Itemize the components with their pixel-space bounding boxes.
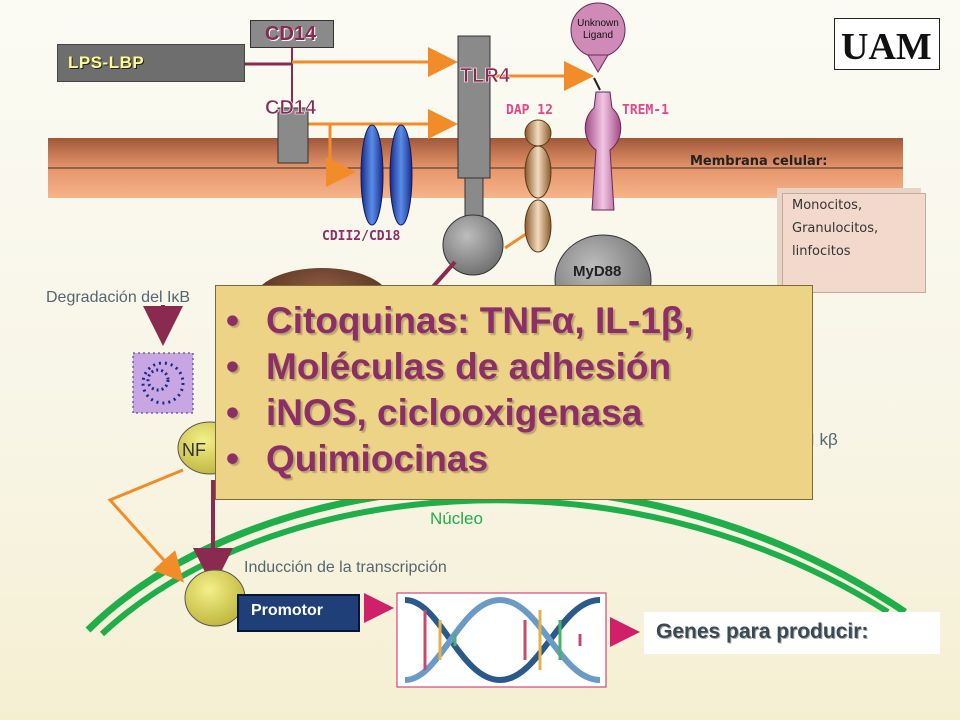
trem1-label: TREM-1 <box>622 103 669 118</box>
arrow-to-integrin <box>326 124 356 187</box>
dap12-label: DAP 12 <box>506 103 553 118</box>
cell-type-item: linfocitos <box>792 244 851 259</box>
side-orange-arrow <box>107 468 185 583</box>
degradation-label: Degradación del IκB <box>46 289 190 306</box>
tlr4-tir-domain <box>442 214 504 276</box>
transcription-label: Inducción de la transcripción <box>244 559 447 576</box>
nucleus-label: Núcleo <box>430 509 483 528</box>
uam-logo-mark: UAM <box>841 26 932 68</box>
dap12-segment-top <box>524 119 552 147</box>
promotor-box: Promotor <box>237 594 360 632</box>
uam-logo: UAM <box>834 18 940 70</box>
product-text: Moléculas de adhesión <box>266 346 672 387</box>
unknown-ligand-tip <box>587 54 609 73</box>
integrin-cd11 <box>360 124 384 226</box>
lps-lbp-label: LPS-LBP <box>68 53 145 72</box>
cd14-top-box: CD14 <box>250 20 334 48</box>
cd11-cd18-label: CDII2/CD18 <box>322 229 400 244</box>
products-list-item: •iNOS, ciclooxigenasa <box>226 392 643 433</box>
dap12-segment-mid <box>524 145 552 199</box>
dap12-segment-bottom <box>524 199 552 253</box>
products-list: •Citoquinas: TNFα, IL-1β, •Moléculas de … <box>226 298 694 482</box>
products-list-item: •Citoquinas: TNFα, IL-1β, <box>226 300 694 341</box>
unknown-ligand-line1: Unknown <box>577 18 619 29</box>
products-list-item: •Quimiocinas <box>226 438 489 479</box>
unknown-ligand-line2: Ligand <box>583 30 613 41</box>
dna-frame <box>396 592 607 688</box>
cell-type-item: Monocitos, <box>792 198 863 213</box>
cell-type-item: Granulocitos, <box>792 221 879 236</box>
promotor-label: Promotor <box>251 602 323 619</box>
product-text: iNOS, ciclooxigenasa <box>266 392 643 433</box>
dna-helix-icon <box>404 596 601 684</box>
nfkb-bound-dna <box>184 569 246 627</box>
cd14-mid-label: CD14 <box>265 97 317 119</box>
genes-label: Genes para producir: <box>656 620 869 643</box>
ikb-fragment-label: I kβ <box>810 430 838 449</box>
genes-box: Genes para producir: <box>644 612 940 654</box>
cell-types-box: Monocitos, Granulocitos, linfocitos <box>782 193 926 293</box>
membrane-label: Membrana celular: <box>690 154 827 169</box>
product-text: Citoquinas: TNFα, IL-1β, <box>266 300 694 341</box>
tlr4-stalk <box>464 177 484 219</box>
cd14-top-label: CD14 <box>265 23 317 45</box>
integrin-cd18 <box>389 124 413 226</box>
ikb-degraded-dots <box>141 361 185 405</box>
myd88-label: MyD88 <box>573 263 621 280</box>
ligand-binding-arrow <box>593 77 601 91</box>
tlr4-receptor <box>457 35 491 179</box>
product-text: Quimiocinas <box>266 438 489 479</box>
ikb-degraded-dots-inner <box>146 368 170 392</box>
nfkb-label: NF <box>182 440 206 460</box>
lps-lbp-box: LPS-LBP <box>57 44 245 82</box>
cd14-mid-receptor <box>277 107 309 164</box>
products-list-item: •Moléculas de adhesión <box>226 346 672 387</box>
uam-logo-letters: UAM <box>841 26 932 68</box>
products-popup: •Citoquinas: TNFα, IL-1β, •Moléculas de … <box>215 285 813 500</box>
tlr4-label: TLR4 <box>460 65 511 87</box>
trem1-receptor <box>584 91 622 211</box>
